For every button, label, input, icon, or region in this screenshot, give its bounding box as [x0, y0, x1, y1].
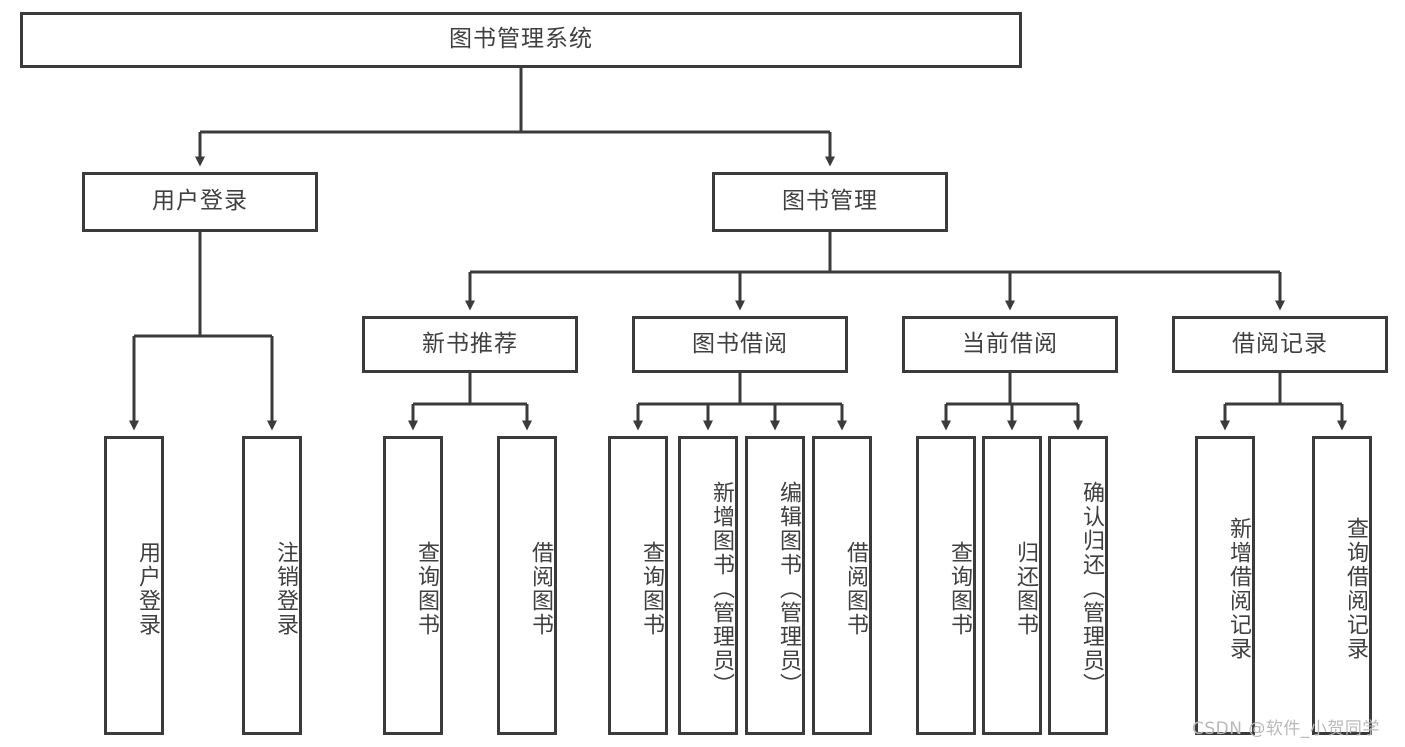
leaf-user-login-login[interactable]: 用户登录	[104, 436, 164, 735]
node-label: 查询图书	[947, 540, 972, 637]
node-book-borrow[interactable]: 图书借阅	[632, 316, 848, 373]
node-label: 查询借阅记录	[1343, 516, 1368, 661]
leaf-user-login-logout[interactable]: 注销登录	[242, 436, 302, 735]
leaf-current-borrow-return[interactable]: 归还图书	[982, 436, 1042, 735]
node-book-management[interactable]: 图书管理	[712, 172, 948, 232]
node-new-book-recommend[interactable]: 新书推荐	[362, 316, 578, 373]
leaf-current-borrow-query[interactable]: 查询图书	[916, 436, 976, 735]
leaf-current-borrow-confirm-return[interactable]: 确认归还（管理员）	[1048, 436, 1108, 735]
node-label: 确认归还（管理员）	[1079, 480, 1104, 697]
node-label: 新增图书（管理员）	[709, 480, 734, 697]
node-root-system[interactable]: 图书管理系统	[20, 12, 1022, 68]
node-label: 注销登录	[273, 540, 298, 637]
node-user-login[interactable]: 用户登录	[82, 172, 318, 232]
leaf-borrow-record-add[interactable]: 新增借阅记录	[1195, 436, 1255, 735]
node-label: 图书借阅	[692, 330, 788, 357]
leaf-new-book-query[interactable]: 查询图书	[383, 436, 443, 735]
node-label: 用户登录	[152, 188, 248, 215]
node-label: 归还图书	[1013, 540, 1038, 637]
node-current-borrow[interactable]: 当前借阅	[902, 316, 1118, 373]
csdn-watermark: CSDN @软件_小贺同学	[1192, 719, 1380, 739]
node-label: 新书推荐	[422, 330, 518, 357]
node-label: 新增借阅记录	[1226, 516, 1251, 661]
leaf-new-book-borrow[interactable]: 借阅图书	[497, 436, 557, 735]
node-label: 图书管理	[782, 188, 878, 215]
leaf-book-borrow-add[interactable]: 新增图书（管理员）	[678, 436, 738, 735]
node-label: 图书管理系统	[449, 26, 593, 53]
node-label: 用户登录	[135, 540, 160, 637]
node-label: 查询图书	[639, 540, 664, 637]
node-label: 查询图书	[414, 540, 439, 637]
node-borrow-record[interactable]: 借阅记录	[1172, 316, 1388, 373]
leaf-book-borrow-borrow[interactable]: 借阅图书	[812, 436, 872, 735]
leaf-book-borrow-edit[interactable]: 编辑图书（管理员）	[745, 436, 805, 735]
leaf-borrow-record-query[interactable]: 查询借阅记录	[1312, 436, 1372, 735]
node-label: 借阅图书	[843, 540, 868, 637]
node-label: 借阅记录	[1232, 330, 1328, 357]
node-label: 当前借阅	[962, 330, 1058, 357]
leaf-book-borrow-query[interactable]: 查询图书	[608, 436, 668, 735]
node-label: 借阅图书	[528, 540, 553, 637]
node-label: 编辑图书（管理员）	[776, 480, 801, 697]
